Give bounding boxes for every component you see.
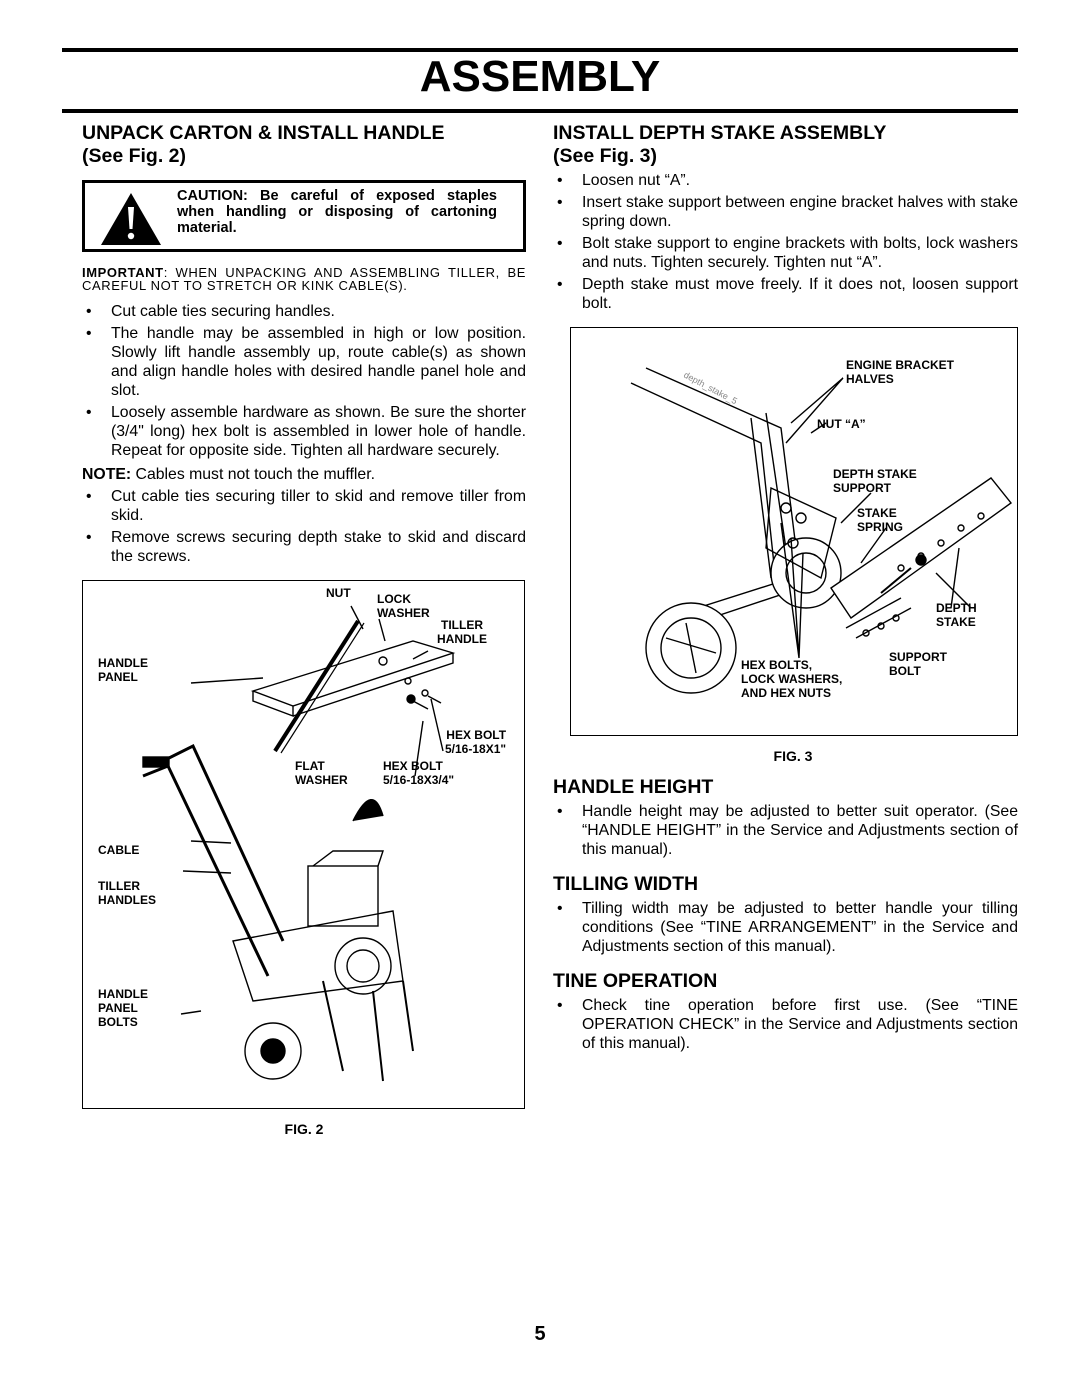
handle-height-section: HANDLE HEIGHT •Handle height may be adju… <box>553 776 1018 859</box>
figure-2: NUT LOCK WASHER TILLER HANDLE HANDLE PAN… <box>82 580 525 1109</box>
label-nut-a: NUT “A” <box>817 417 866 431</box>
label-hex-bolt-long: HEX BOLT 5/16-18X1" <box>445 728 507 756</box>
page-title: ASSEMBLY <box>419 52 661 101</box>
list-item: •Check tine operation before first use. … <box>557 997 1018 1052</box>
section-heading: TINE OPERATION <box>553 970 718 992</box>
label-hex-bolts: HEX BOLTS, LOCK WASHERS, AND HEX NUTS <box>741 658 843 700</box>
heading-line: (See Fig. 3) <box>553 145 658 167</box>
label-tiller-handles: TILLER HANDLES <box>98 879 157 907</box>
figure-3-caption: FIG. 3 <box>773 748 813 764</box>
label-cable: CABLE <box>98 843 140 857</box>
section-heading: HANDLE HEIGHT <box>553 776 714 798</box>
section-heading-depth-stake: INSTALL DEPTH STAKE ASSEMBLY (See Fig. 3… <box>553 122 1018 168</box>
label-hex-bolt-short: HEX BOLT 5/16-18X3/4" <box>383 759 455 787</box>
label-engine-bracket-halves: ENGINE BRACKET HALVES <box>846 358 955 386</box>
list-item: •Cut cable ties securing handles. <box>86 303 335 320</box>
tine-operation-section: TINE OPERATION •Check tine operation bef… <box>553 970 1018 1053</box>
heading-line: INSTALL DEPTH STAKE ASSEMBLY <box>553 122 887 144</box>
list-item: •Loosely assemble hardware as shown. Be … <box>86 404 526 459</box>
heading-line: (See Fig. 2) <box>82 145 187 167</box>
bullet-list: •Loosen nut “A”. •Insert stake support b… <box>553 171 1018 313</box>
label-flat-washer: FLAT WASHER <box>295 759 348 787</box>
section-heading: TILLING WIDTH <box>553 873 699 895</box>
note: NOTE: Cables must not touch the muffler. <box>82 466 375 483</box>
page-number: 5 <box>534 1323 546 1345</box>
label-handle-panel: HANDLE PANEL <box>98 656 148 684</box>
caution-text: CAUTION: Be careful of exposed staples w… <box>177 188 497 236</box>
list-item: •Handle height may be adjusted to better… <box>557 803 1018 858</box>
warning-triangle-icon <box>101 193 161 245</box>
important-label: IMPORTANT <box>82 265 164 280</box>
list-item: •Cut cable ties securing tiller to skid … <box>86 488 526 524</box>
list-item: •Loosen nut “A”. <box>557 172 691 189</box>
tiller-handle-illustration <box>142 605 456 1082</box>
figure-2-caption: FIG. 2 <box>284 1121 324 1137</box>
important-text: : WHEN UNPACKING AND ASSEMBLING TILLER, … <box>82 265 526 293</box>
label-nut: NUT <box>326 586 351 600</box>
label-lock-washer: LOCK WASHER <box>377 592 430 620</box>
list-item: •Depth stake must move freely. If it doe… <box>557 276 1018 312</box>
label-handle-panel-bolts: HANDLE PANEL BOLTS <box>98 987 148 1029</box>
label-depth-stake-support: DEPTH STAKE SUPPORT <box>833 467 917 495</box>
caution-box: CAUTION: Be careful of exposed staples w… <box>82 180 526 252</box>
list-item: •Remove screws securing depth stake to s… <box>86 529 526 565</box>
list-item: •Insert stake support between engine bra… <box>557 194 1018 230</box>
figure-3: depth_stake_5 ENGINE BRACKET HALVES NUT … <box>570 327 1018 736</box>
heading-line: UNPACK CARTON & INSTALL HANDLE <box>82 122 445 144</box>
list-item: •Bolt stake support to engine brackets w… <box>557 235 1018 271</box>
header-rule-bottom <box>62 109 1018 113</box>
depth-stake-illustration <box>630 367 1013 694</box>
label-depth-stake: DEPTH STAKE <box>936 601 977 629</box>
label-tiller-handle: TILLER HANDLE <box>437 618 487 646</box>
right-column: INSTALL DEPTH STAKE ASSEMBLY (See Fig. 3… <box>553 122 1018 1053</box>
section-heading-unpack: UNPACK CARTON & INSTALL HANDLE (See Fig.… <box>82 122 526 168</box>
bullet-list: •Cut cable ties securing tiller to skid … <box>82 487 526 566</box>
label-support-bolt: SUPPORT BOLT <box>889 650 948 678</box>
tilling-width-section: TILLING WIDTH •Tilling width may be adju… <box>553 873 1018 956</box>
header-rule-top <box>62 48 1018 52</box>
important-note: IMPORTANT: WHEN UNPACKING AND ASSEMBLING… <box>82 266 526 292</box>
list-item: •The handle may be assembled in high or … <box>86 325 526 399</box>
left-column: UNPACK CARTON & INSTALL HANDLE (See Fig.… <box>82 122 526 1137</box>
label-stake-spring: STAKE SPRING <box>857 506 904 534</box>
list-item: •Tilling width may be adjusted to better… <box>557 900 1018 955</box>
bullet-list: •Cut cable ties securing handles. •The h… <box>82 302 526 460</box>
